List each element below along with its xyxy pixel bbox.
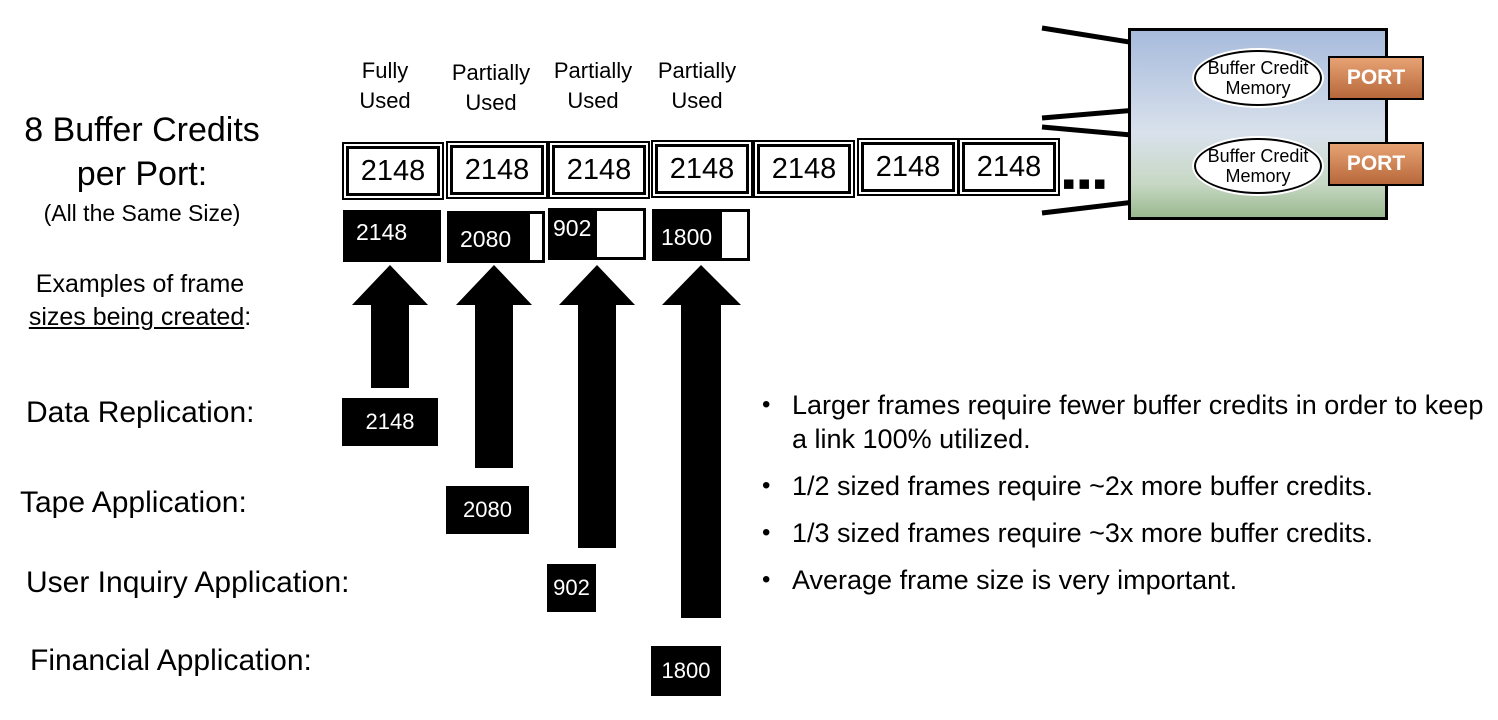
fill-level [551, 211, 597, 257]
app-label-tape: Tape Application: [20, 486, 247, 519]
examples-colon: : [244, 303, 252, 331]
arrow-tape [456, 265, 532, 468]
ellipsis-icon: ▪▪▪ [1062, 163, 1109, 205]
credit-fill-bar: 902 [548, 208, 646, 260]
buffer-credit-box: 2148 [958, 138, 1060, 196]
examples-word: Examples [35, 270, 146, 298]
credit-fill-bar: 2080 [447, 211, 545, 263]
credit-fill-bar: 1800 [652, 209, 750, 261]
buffer-credit-memory-cloud: Buffer Credit Memory [1194, 138, 1322, 194]
buffer-credit-box: 2148 [753, 140, 855, 198]
buffer-credit-box: 2148 [446, 141, 548, 199]
buffer-credit-box: 2148 [857, 138, 959, 196]
fill-value: 902 [553, 215, 592, 241]
examples-label: Examples of frame sizes being created: [4, 268, 276, 334]
port-box: PORT [1328, 142, 1424, 186]
examples-rest: of frame [145, 270, 245, 298]
buffer-credit-box: 2148 [548, 141, 650, 199]
credit-fill-bar: 2148 [343, 210, 441, 262]
examples-underlined: sizes being created [28, 303, 245, 331]
bullet-list: Larger frames require fewer buffer credi… [762, 388, 1487, 610]
title-line-2: per Port: [76, 155, 208, 193]
app-label-financial: Financial Application: [30, 644, 312, 677]
app-label-user-inquiry: User Inquiry Application: [26, 566, 350, 599]
page-title: 8 Buffer Credits per Port: [0, 108, 284, 196]
fill-value: 1800 [661, 224, 713, 250]
port-box: PORT [1328, 56, 1424, 100]
fill-value: 2148 [356, 219, 408, 245]
title-line-1: 8 Buffer Credits [24, 111, 260, 149]
memory-label: Memory [1225, 166, 1291, 186]
subtitle: (All the Same Size) [43, 200, 241, 226]
bullet-item: 1/2 sized frames require ~2x more buffer… [762, 469, 1487, 503]
fill-level [346, 213, 438, 259]
fill-level [655, 212, 723, 258]
frame-size-box: 2148 [342, 398, 438, 446]
buffer-credit-box: 2148 [651, 140, 753, 198]
arrow-data-replication [352, 265, 428, 388]
frame-size-box: 902 [547, 564, 596, 612]
bullet-item: Larger frames require fewer buffer credi… [762, 388, 1487, 456]
fill-value: 2080 [460, 226, 512, 252]
memory-label: Memory [1225, 78, 1291, 98]
buffer-credit-box: 2148 [342, 142, 444, 200]
buffer-credit-memory-cloud: Buffer Credit Memory [1194, 50, 1322, 106]
fill-level [450, 214, 531, 260]
arrow-user-inquiry [559, 265, 635, 548]
memory-label: Buffer Credit [1207, 58, 1309, 78]
frame-size-box: 2080 [446, 486, 529, 534]
bullet-item: Average frame size is very important. [762, 563, 1487, 597]
bullet-item: 1/3 sized frames require ~3x more buffer… [762, 516, 1487, 550]
memory-label: Buffer Credit [1207, 146, 1309, 166]
app-label-data-replication: Data Replication: [26, 396, 255, 429]
frame-size-box: 1800 [651, 646, 721, 696]
arrow-financial [662, 265, 741, 618]
